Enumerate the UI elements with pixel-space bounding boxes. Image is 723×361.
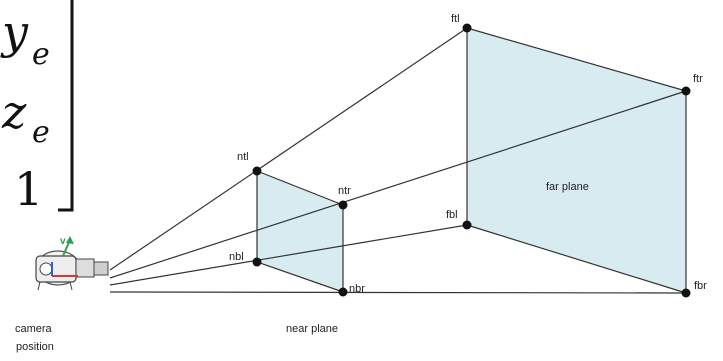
edge-line-top-right (109, 90, 687, 279)
camera-icon (35, 250, 109, 291)
label-nbl: nbl (229, 251, 244, 263)
matrix-entry-z-subscript: e (32, 115, 50, 150)
vertex-ntr (338, 200, 348, 210)
label-near-plane: near plane (286, 323, 338, 335)
matrix-entry-y-symbol: y (0, 5, 29, 59)
matrix-entry-z-symbol: z (1, 85, 27, 139)
vertex-ntl (252, 166, 262, 176)
vertex-fbl (462, 220, 472, 230)
matrix-fragment: y e z e 1 (0, 0, 74, 216)
vertex-ftr (681, 86, 691, 96)
label-ftl: ftl (451, 13, 460, 25)
matrix-right-bracket (58, 0, 74, 212)
label-camera-line1: camera (15, 323, 53, 335)
matrix-entry-one: 1 (14, 162, 43, 216)
edge-line-top-left (109, 27, 468, 271)
edge-line-bottom-left (109, 224, 468, 286)
label-nbr: nbr (349, 283, 365, 295)
label-fbl: fbl (446, 209, 458, 221)
frustum-edges (109, 27, 687, 294)
matrix-entry-y-subscript: e (32, 37, 50, 72)
label-camera-line2: position (16, 341, 54, 353)
vertex-fbr (681, 288, 691, 298)
edge-line-bottom-right (109, 291, 687, 294)
label-far-plane: far plane (546, 181, 589, 193)
label-up-vector: v (60, 236, 66, 247)
label-ntr: ntr (338, 185, 351, 197)
vertex-nbr (338, 287, 348, 297)
up-vector (62, 236, 74, 257)
label-fbr: fbr (694, 280, 707, 292)
near-plane (256, 170, 344, 293)
vertex-nbl (252, 257, 262, 267)
vertex-ftl (462, 23, 472, 33)
far-plane (466, 27, 687, 294)
label-ftr: ftr (693, 73, 703, 85)
label-ntl: ntl (237, 151, 249, 163)
